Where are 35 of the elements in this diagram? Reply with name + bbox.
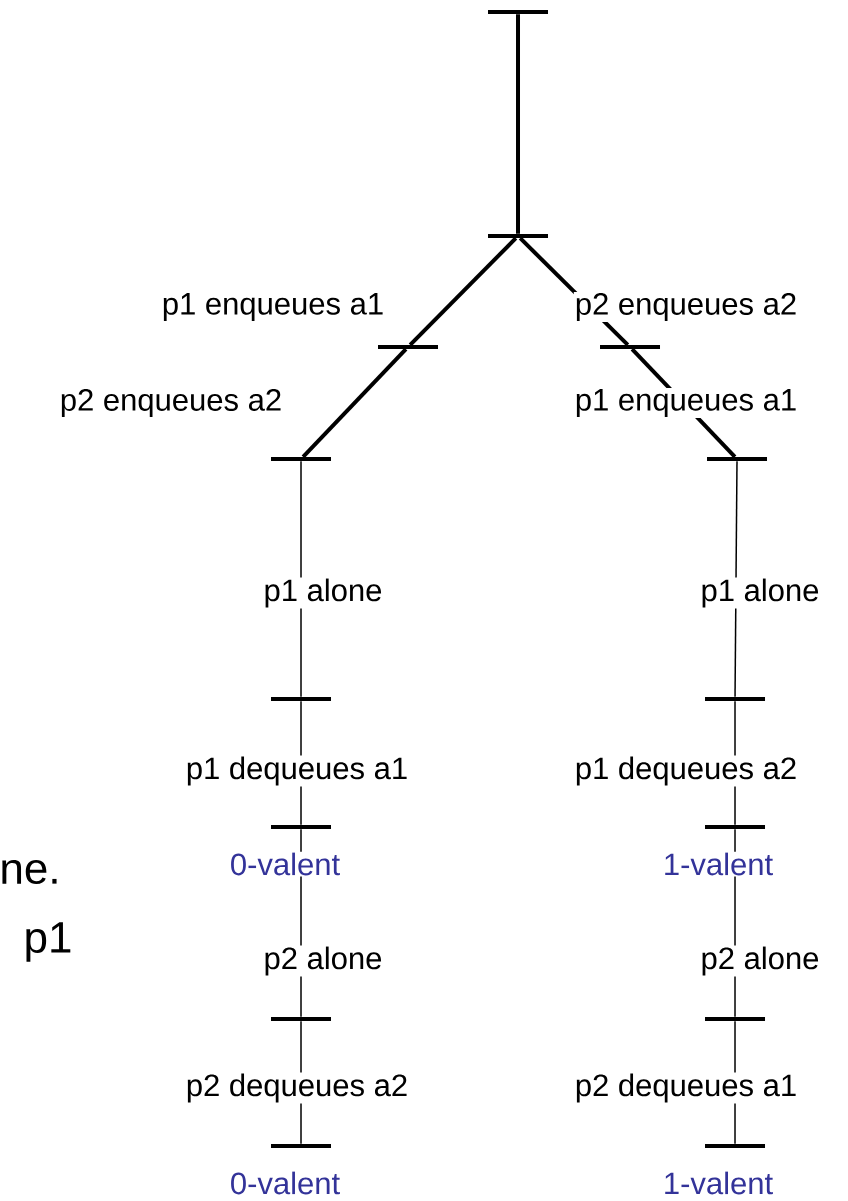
tick-mark — [705, 1017, 765, 1021]
transition-line — [516, 14, 520, 234]
valency-label: 0-valent — [228, 851, 342, 877]
edge-label: p1 alone — [699, 577, 821, 609]
tick-mark — [271, 457, 331, 461]
edge-label: p1 dequeues a1 — [184, 755, 410, 787]
edge-label: p2 alone — [262, 945, 384, 977]
tick-mark — [488, 234, 548, 238]
partial-text: ne. — [2, 859, 57, 885]
valency-label: 0-valent — [228, 1170, 342, 1196]
valency-label: 1-valent — [661, 1170, 775, 1196]
tick-mark — [705, 1144, 765, 1148]
edge-label: p2 alone — [699, 945, 821, 977]
tick-mark — [707, 457, 767, 461]
tick-mark — [705, 697, 765, 701]
tick-mark — [271, 1144, 331, 1148]
edge-label: p2 enqueues a2 — [573, 291, 799, 323]
edge-label: p1 dequeues a2 — [573, 755, 799, 787]
transition-line — [301, 347, 408, 459]
tick-mark — [705, 825, 765, 829]
tick-mark — [378, 345, 438, 349]
tick-mark — [271, 825, 331, 829]
edge-label: p1 alone — [262, 577, 384, 609]
tick-mark — [271, 1017, 331, 1021]
tick-mark — [600, 345, 660, 349]
tick-mark — [488, 10, 548, 14]
edge-label: p1 enqueues a1 — [160, 292, 386, 322]
edge-label: p2 dequeues a2 — [184, 1072, 410, 1104]
valency-label: 1-valent — [661, 851, 775, 877]
partial-text: p1 — [26, 922, 71, 962]
edge-label: p1 enqueues a1 — [573, 388, 799, 418]
tick-mark — [271, 697, 331, 701]
edge-label: p2 dequeues a1 — [573, 1072, 799, 1104]
transition-line — [408, 236, 518, 347]
edge-label: p2 enqueues a2 — [58, 387, 284, 419]
